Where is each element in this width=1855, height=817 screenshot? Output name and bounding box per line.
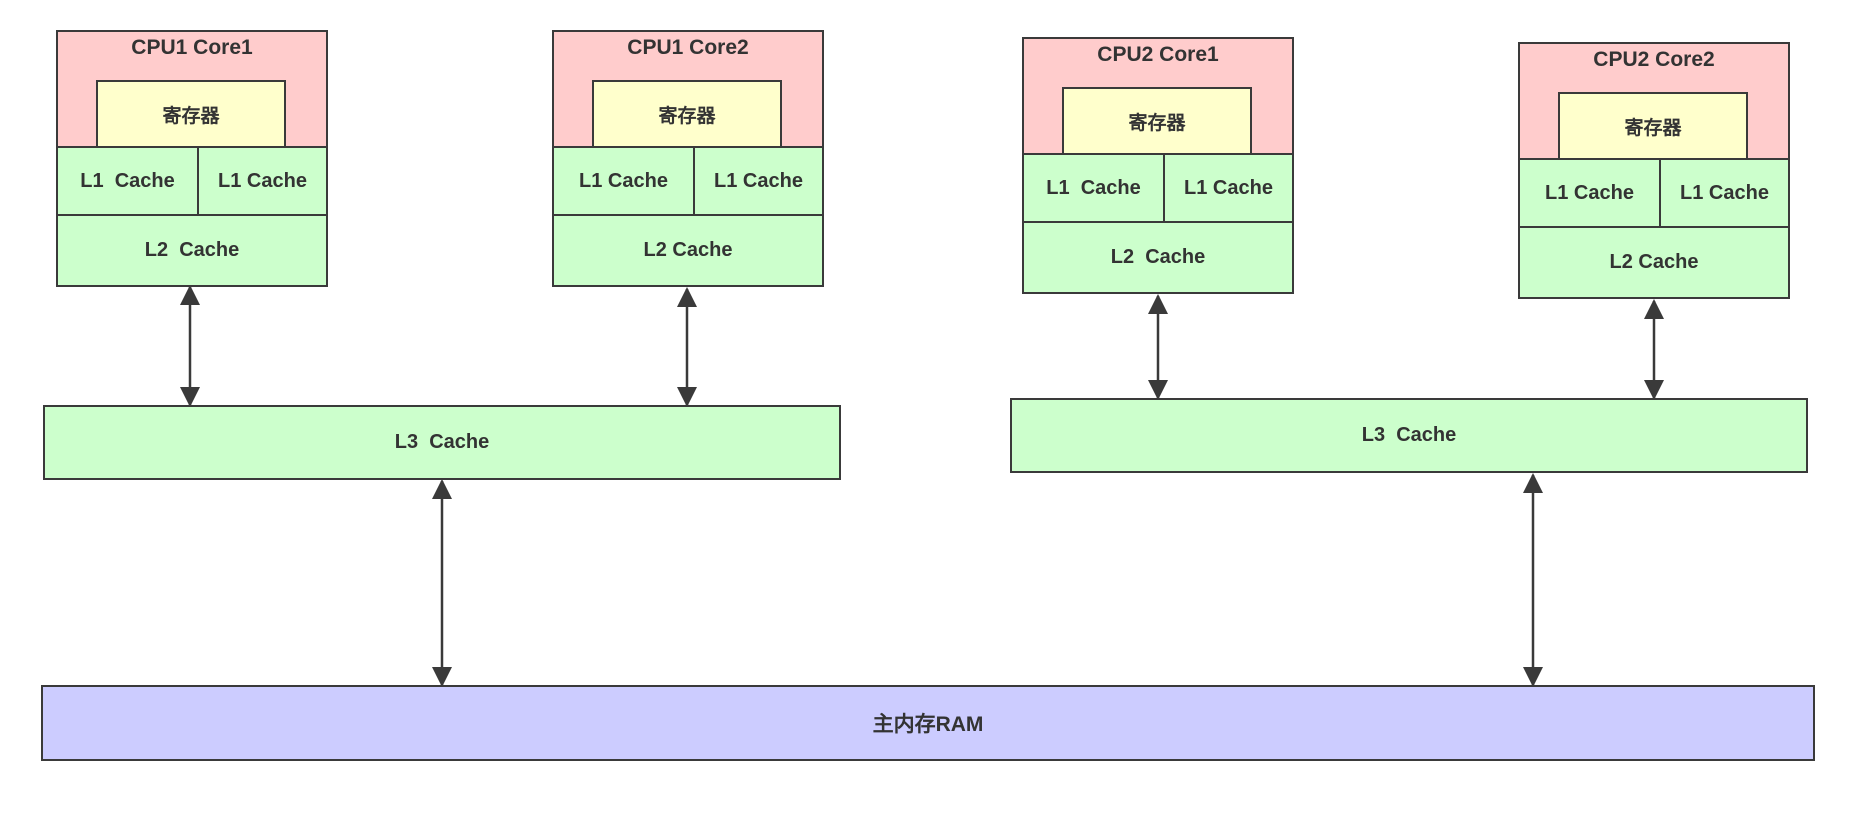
l1-cache-left: L1 Cache bbox=[1022, 153, 1165, 223]
register-box: 寄存器 bbox=[1558, 92, 1748, 160]
register-box: 寄存器 bbox=[1062, 87, 1252, 155]
l1-cache-left: L1 Cache bbox=[56, 146, 199, 216]
l1-cache-right: L1 Cache bbox=[693, 146, 824, 216]
l1-cache-left: L1 Cache bbox=[1518, 158, 1661, 228]
l2-cache: L2 Cache bbox=[552, 214, 824, 287]
l1-cache-right: L1 Cache bbox=[1659, 158, 1790, 228]
l3-cache-cpu1: L3 Cache bbox=[43, 405, 841, 480]
l2-cache: L2 Cache bbox=[56, 214, 328, 287]
l1-cache-right: L1 Cache bbox=[197, 146, 328, 216]
l2-cache: L2 Cache bbox=[1022, 221, 1294, 294]
main-memory-ram: 主内存RAM bbox=[41, 685, 1815, 761]
l2-cache: L2 Cache bbox=[1518, 226, 1790, 299]
l3-cache-cpu2: L3 Cache bbox=[1010, 398, 1808, 473]
